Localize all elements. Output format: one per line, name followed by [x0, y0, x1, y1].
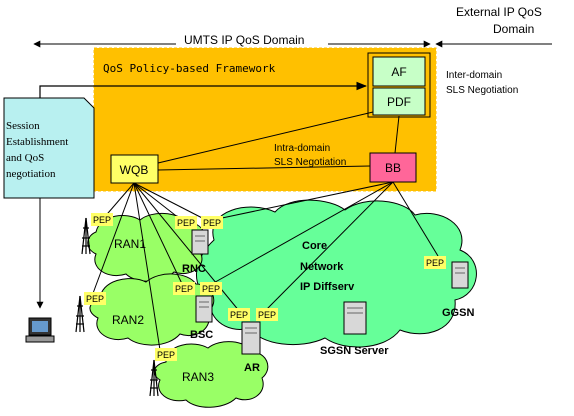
pep-box: PEP	[84, 292, 106, 305]
pep-box: PEP	[91, 213, 113, 226]
bsc-server-icon	[195, 295, 213, 323]
wqb-label: WQB	[120, 163, 149, 177]
bb-to-pdf-link	[394, 115, 400, 154]
inter-domain-label-2: SLS Negotiation	[446, 85, 518, 96]
ran2-label: RAN2	[112, 313, 144, 327]
pep-box: PEP	[228, 308, 250, 321]
framework-title: QoS Policy-based Framework	[103, 62, 276, 75]
ggsn-label: GGSN	[442, 307, 474, 319]
core-network-cloud	[196, 199, 477, 348]
wqb-box	[110, 154, 159, 184]
pdf-label: PDF	[387, 95, 411, 109]
umts-domain-label-bg	[176, 34, 328, 50]
pep-box: PEP	[200, 282, 222, 295]
session-line-1: Session	[6, 120, 40, 132]
rnc-server-icon	[191, 229, 209, 255]
terminal-computer-icon	[25, 317, 55, 343]
wqb-to-bb-link	[157, 165, 371, 171]
sgsn-label: SGSN Server	[320, 345, 389, 357]
antenna-tower-icon	[81, 217, 91, 255]
pep-box: PEP	[173, 282, 195, 295]
core-label-2: Network	[300, 261, 344, 273]
pep-box: PEP	[175, 216, 197, 229]
ran3-cloud	[153, 341, 269, 408]
ar-server-icon	[241, 321, 261, 355]
pep-box: PEP	[201, 216, 223, 229]
external-domain-label-2: Domain	[493, 22, 534, 36]
session-to-pdf-arrow	[39, 81, 368, 98]
session-box	[3, 97, 95, 199]
rnc-label: RNC	[182, 263, 206, 275]
bsc-label: BSC	[190, 329, 213, 341]
core-label-3: IP Diffserv	[300, 281, 355, 293]
antenna-tower-icon	[149, 359, 159, 397]
svg-text:PEP: PEP	[86, 294, 104, 304]
core-label-1: Core	[302, 240, 327, 252]
pep-box: PEP	[155, 348, 177, 361]
sgsn-server-icon	[343, 301, 367, 335]
af-box	[372, 56, 426, 87]
bb-box	[369, 152, 417, 183]
svg-text:PEP: PEP	[175, 284, 193, 294]
bb-label: BB	[385, 161, 401, 175]
wqb-links	[91, 182, 241, 351]
svg-text:PEP: PEP	[93, 215, 111, 225]
session-line-2: Establishment	[6, 136, 68, 148]
session-line-3: and QoS	[6, 152, 44, 164]
svg-text:PEP: PEP	[177, 218, 195, 228]
svg-text:PEP: PEP	[258, 310, 276, 320]
bb-links	[209, 181, 439, 311]
svg-text:PEP: PEP	[203, 218, 221, 228]
pdf-box	[372, 87, 426, 116]
ran3-label: RAN3	[182, 370, 214, 384]
ran1-label: RAN1	[114, 237, 146, 251]
pep-box: PEP	[256, 308, 278, 321]
ggsn-server-icon	[451, 261, 469, 289]
pep-box: PEP	[424, 256, 446, 269]
ran1-cloud	[87, 213, 207, 282]
svg-text:PEP: PEP	[157, 350, 175, 360]
inter-domain-label-1: Inter-domain	[446, 70, 502, 81]
wqb-to-pdf-link	[157, 111, 374, 164]
af-label: AF	[391, 65, 406, 79]
intra-domain-label-1: Intra-domain	[274, 143, 330, 154]
external-domain-label-1: External IP QoS	[456, 5, 542, 19]
session-line-4: negotiation	[6, 168, 56, 180]
ar-label: AR	[244, 362, 260, 374]
umts-domain-label: UMTS IP QoS Domain	[184, 33, 304, 47]
svg-text:PEP: PEP	[426, 258, 444, 268]
intra-domain-label-2: SLS Negotiation	[274, 157, 346, 168]
svg-text:PEP: PEP	[230, 310, 248, 320]
svg-text:PEP: PEP	[202, 284, 220, 294]
antenna-tower-icon	[75, 295, 85, 333]
